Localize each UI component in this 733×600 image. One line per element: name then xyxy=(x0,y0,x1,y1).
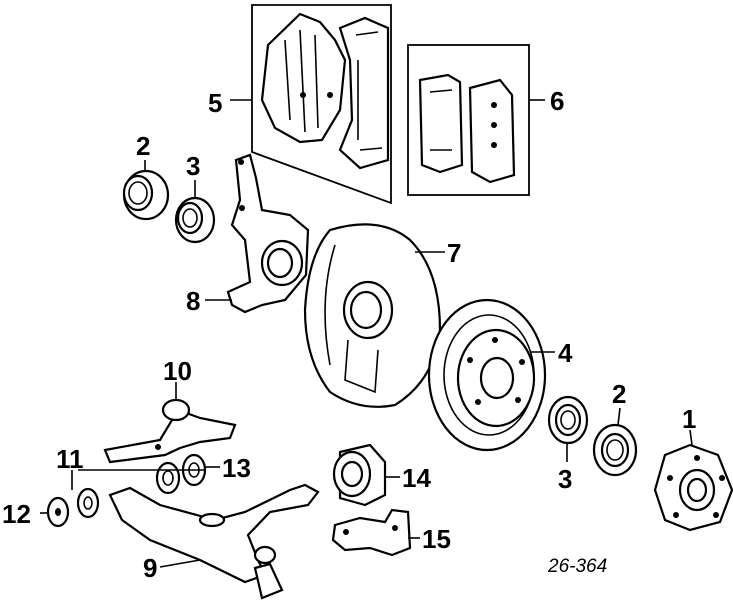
steering-knuckle xyxy=(226,153,310,314)
callout-3-lower: 3 xyxy=(558,464,572,494)
washer-11b xyxy=(76,487,100,519)
brake-pads xyxy=(407,44,530,196)
callout-2-upper: 2 xyxy=(136,131,150,161)
wheel-bearing-upper xyxy=(174,196,216,244)
callout-6: 6 xyxy=(550,86,564,116)
brake-rotor xyxy=(427,298,547,452)
bushing-bracket-15 xyxy=(331,508,412,557)
callout-14: 14 xyxy=(402,463,431,493)
callout-15: 15 xyxy=(422,524,451,554)
callout-5: 5 xyxy=(208,88,222,118)
arm-bushing-14 xyxy=(332,443,387,507)
pads-group-frame xyxy=(407,44,530,196)
wheel-hub xyxy=(653,443,733,532)
caliper-assembly xyxy=(251,4,392,205)
diagram-reference-code: 26-364 xyxy=(547,556,607,577)
callout-2-lower: 2 xyxy=(612,379,626,409)
leader-lines xyxy=(40,99,693,568)
callout-12: 12 xyxy=(2,499,31,529)
callout-1: 1 xyxy=(682,404,696,434)
callout-labels: 1 2 2 3 3 4 5 6 7 8 9 10 11 12 13 14 15 xyxy=(2,86,696,583)
callout-10: 10 xyxy=(163,356,192,386)
callout-9: 9 xyxy=(143,553,157,583)
compliance-pivot-bracket xyxy=(103,398,237,464)
callout-4: 4 xyxy=(558,338,573,368)
wheel-bearing-lower xyxy=(547,395,589,445)
hub-bearing-seal-lower xyxy=(592,423,638,477)
callout-3-upper: 3 xyxy=(186,151,200,181)
callout-11: 11 xyxy=(56,444,84,474)
hub-bearing-seal-upper xyxy=(122,169,170,221)
callout-8: 8 xyxy=(186,286,200,316)
callout-13: 13 xyxy=(222,453,251,483)
callout-7: 7 xyxy=(447,238,461,268)
washer-12 xyxy=(46,496,70,528)
caliper-group-frame xyxy=(251,4,392,205)
bushing-11 xyxy=(155,461,181,495)
lower-control-arm xyxy=(108,483,320,600)
brake-dust-shield xyxy=(303,223,442,408)
